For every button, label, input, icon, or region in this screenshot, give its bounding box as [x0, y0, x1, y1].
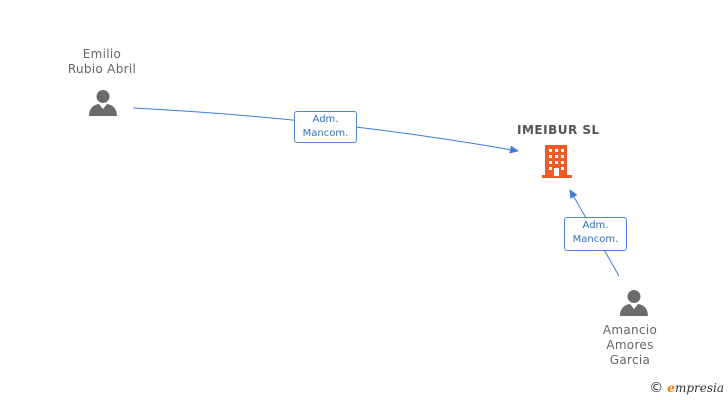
person-name-line2: Rubio Abril [67, 62, 137, 76]
company-name[interactable]: IMEIBUR SL [517, 123, 600, 137]
person-name-amancio[interactable]: Amancio Amores Garcia [585, 323, 675, 368]
person-name-emilio[interactable]: Emilio Rubio Abril [52, 47, 152, 77]
person-icon[interactable] [88, 88, 118, 118]
edge-label-amancio[interactable]: Adm. Mancom. [564, 217, 627, 251]
role-line1: Adm. [582, 220, 609, 231]
building-icon[interactable] [541, 145, 573, 179]
person-name-line3: Garcia [609, 353, 651, 367]
role-line2: Mancom. [302, 128, 349, 139]
person-name-line1: Amancio [602, 323, 658, 337]
role-line1: Adm. [312, 114, 339, 125]
person-icon[interactable] [619, 288, 649, 318]
person-name-line1: Emilio [82, 47, 122, 61]
role-line2: Mancom. [572, 234, 619, 245]
empresia-logo: ©empresia [649, 380, 724, 396]
copyright-symbol: © [649, 380, 664, 396]
person-name-line2: Amores [606, 338, 654, 352]
edge-label-emilio[interactable]: Adm. Mancom. [294, 111, 357, 143]
brand-rest: mpresia [674, 381, 724, 395]
brand-e: e [667, 381, 675, 395]
